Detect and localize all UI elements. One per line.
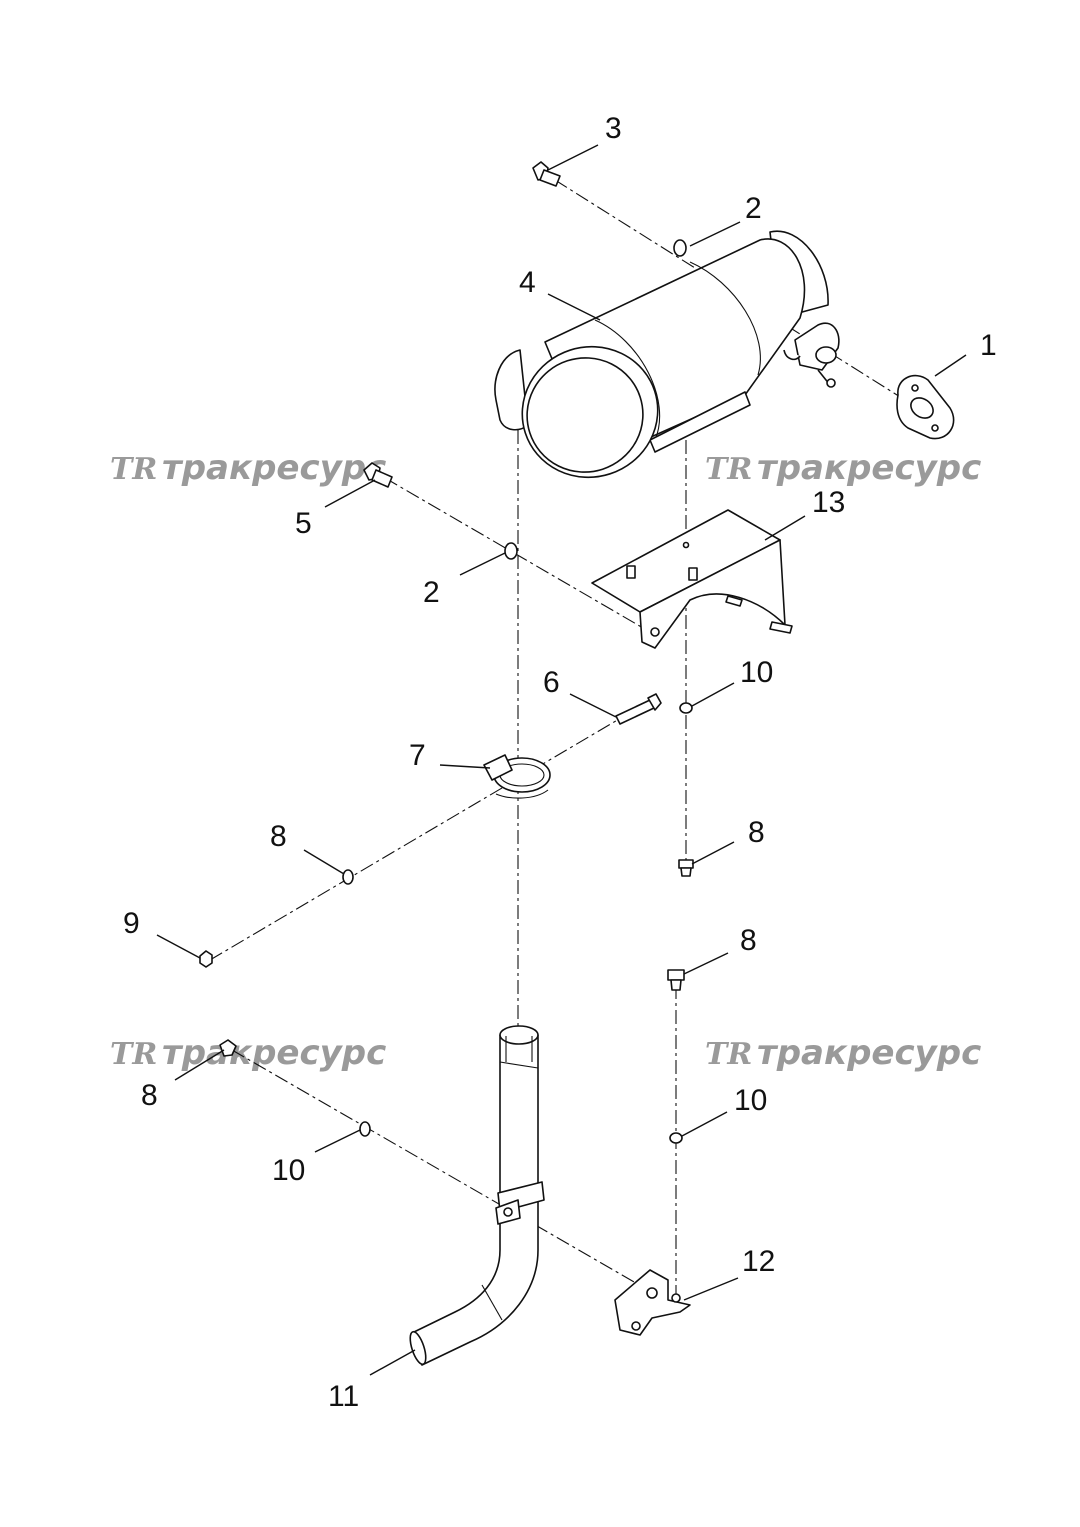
part-8-bolt-right-upper bbox=[678, 859, 694, 877]
part-3-bolt bbox=[532, 161, 561, 187]
part-8-bolt-left-lower bbox=[219, 1039, 237, 1057]
watermark-logo: TR bbox=[110, 452, 157, 487]
part-12-bracket bbox=[614, 1269, 691, 1336]
part-5-bolt bbox=[363, 462, 393, 488]
part-7-clamp bbox=[483, 754, 551, 799]
callout-8-left-lower: 8 bbox=[141, 1079, 158, 1112]
watermark-text: тракресурс bbox=[757, 448, 981, 488]
callout-9: 9 bbox=[123, 907, 140, 940]
part-1-gasket bbox=[896, 374, 955, 440]
callout-10-upper: 10 bbox=[740, 656, 773, 689]
callout-11: 11 bbox=[328, 1380, 359, 1413]
callout-10-left-lower: 10 bbox=[272, 1154, 305, 1187]
part-2-washer-mid bbox=[504, 542, 518, 560]
watermark-text: тракресурс bbox=[757, 1033, 981, 1073]
part-10-washer-upper bbox=[679, 702, 693, 714]
callout-8-right-lower: 8 bbox=[740, 924, 757, 957]
part-2-washer-top bbox=[673, 239, 687, 257]
callout-10-right-lower: 10 bbox=[734, 1084, 767, 1117]
watermark-logo: TR bbox=[110, 1037, 157, 1072]
watermark-top-right: TR тракресурс bbox=[705, 448, 981, 488]
part-6-bolt bbox=[615, 693, 662, 725]
axis-bolt-8-lower bbox=[231, 1049, 649, 1291]
watermark-text: тракресурс bbox=[162, 448, 386, 488]
callout-2-mid: 2 bbox=[423, 576, 440, 609]
callout-5: 5 bbox=[295, 507, 312, 540]
part-4-muffler bbox=[494, 230, 840, 479]
part-10-washer-right-lower bbox=[669, 1132, 683, 1144]
callout-labels: 3 2 4 1 5 13 2 6 10 7 8 8 9 8 8 10 10 12… bbox=[123, 112, 997, 1413]
axis-bolt-6 bbox=[209, 701, 649, 961]
watermark-bottom-left: TR тракресурс bbox=[110, 1033, 386, 1073]
part-10-washer-left-lower bbox=[359, 1121, 371, 1137]
callout-4: 4 bbox=[519, 266, 536, 299]
watermark-logo: TR bbox=[705, 452, 752, 487]
callout-12: 12 bbox=[742, 1245, 775, 1278]
callout-2-top: 2 bbox=[745, 192, 762, 225]
leader-lines bbox=[156, 144, 967, 1376]
part-8-bolt-right-lower bbox=[667, 969, 685, 991]
part-13-bracket bbox=[591, 509, 793, 649]
callout-13: 13 bbox=[812, 486, 845, 519]
callout-8-right-upper: 8 bbox=[748, 816, 765, 849]
part-11-exhaust-pipe bbox=[409, 1025, 545, 1366]
part-8-washer-left bbox=[342, 869, 354, 885]
callout-8-left: 8 bbox=[270, 820, 287, 853]
watermark-top-left: TR тракресурс bbox=[110, 448, 386, 488]
watermark-text: тракресурс bbox=[162, 1033, 386, 1073]
callout-1: 1 bbox=[980, 329, 997, 362]
callout-7: 7 bbox=[409, 739, 426, 772]
part-9-nut bbox=[199, 950, 213, 968]
callout-3: 3 bbox=[605, 112, 622, 145]
watermark-logo: TR bbox=[705, 1037, 752, 1072]
callout-6: 6 bbox=[543, 666, 560, 699]
watermark-bottom-right: TR тракресурс bbox=[705, 1033, 981, 1073]
assembly-lines bbox=[209, 179, 906, 1295]
